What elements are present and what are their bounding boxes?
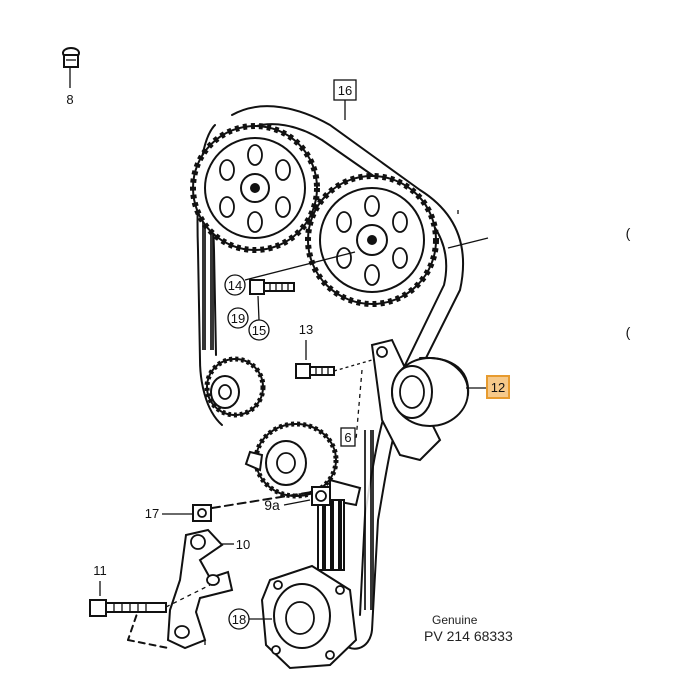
callout-14[interactable]: 14: [228, 278, 242, 293]
idler-gear-left: [204, 356, 266, 418]
callout-15-circle[interactable]: 15: [248, 295, 270, 341]
callout-18-circle[interactable]: 18: [228, 608, 272, 630]
callout-19-circle[interactable]: 19: [227, 307, 249, 329]
margin-mark-1: (: [626, 225, 631, 241]
callout-16[interactable]: 16: [338, 83, 352, 98]
footer-genuine: Genuine: [432, 613, 478, 627]
callout-15[interactable]: 15: [252, 323, 266, 338]
callout-8[interactable]: 8: [66, 92, 73, 107]
callout-9-box[interactable]: 9: [340, 427, 356, 447]
callout-9a[interactable]: 9a: [264, 497, 280, 513]
nut-17-icon: [192, 504, 212, 522]
callout-18[interactable]: 18: [232, 612, 246, 627]
callout-12-highlight[interactable]: 12: [486, 375, 510, 399]
tensioner-arm: [127, 528, 234, 650]
bolt-15-icon: [249, 279, 295, 295]
bolt-13-icon: [295, 359, 373, 379]
crankshaft-gear: [260, 564, 358, 670]
nut-9a-icon: [311, 486, 331, 506]
callout-9[interactable]: 9: [344, 430, 351, 445]
tensioner-pulley: [391, 356, 470, 427]
callout-13[interactable]: 13: [299, 322, 313, 337]
camshaft-gear-right: [305, 173, 439, 307]
camshaft-gear-left: [190, 123, 320, 253]
bolt-8-icon: [62, 47, 80, 88]
callout-16-box[interactable]: 16: [333, 79, 357, 120]
bolt-11-icon: [89, 584, 211, 617]
callout-19[interactable]: 19: [231, 311, 245, 326]
callout-14-circle[interactable]: 14: [224, 251, 356, 296]
footer-part-number: PV 214 68333: [424, 628, 513, 644]
callout-11[interactable]: 11: [93, 563, 107, 578]
callout-12[interactable]: 12: [491, 380, 505, 395]
middle-gear: [244, 421, 362, 507]
callout-10[interactable]: 10: [236, 537, 250, 552]
margin-mark-2: (: [626, 324, 631, 340]
callout-17[interactable]: 17: [145, 506, 159, 521]
